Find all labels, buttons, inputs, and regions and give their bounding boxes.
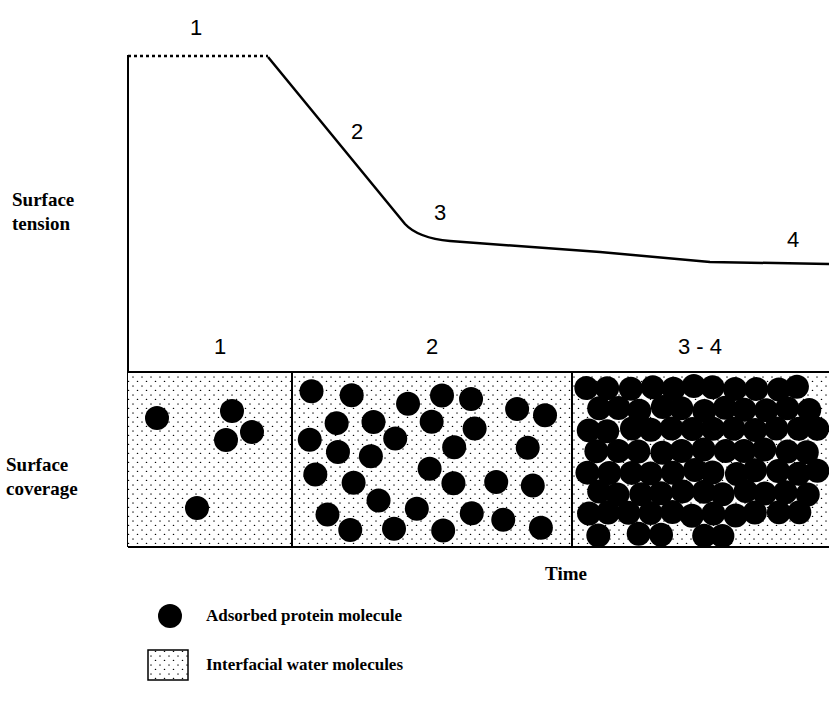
protein-molecule	[516, 436, 540, 460]
protein-molecule	[764, 416, 788, 440]
protein-molecule	[145, 406, 169, 430]
protein-molecule	[460, 501, 484, 525]
protein-molecule	[303, 462, 327, 486]
legend-text: Interfacial water molecules	[206, 655, 403, 675]
protein-molecule	[785, 375, 809, 399]
protein-molecule	[701, 502, 725, 526]
curve-point: 2	[351, 119, 363, 145]
protein-molecule	[240, 420, 264, 444]
protein-molecule	[382, 517, 406, 541]
curve-point: 1	[190, 15, 202, 41]
protein-molecule	[669, 396, 693, 420]
protein-molecule	[574, 376, 598, 400]
protein-molecule	[767, 500, 791, 524]
protein-molecule	[805, 417, 829, 441]
protein-molecule	[315, 503, 339, 527]
protein-molecule	[616, 501, 640, 525]
protein-molecule	[220, 399, 244, 423]
protein-molecule	[649, 523, 673, 547]
panel-number: 2	[426, 334, 438, 360]
protein-molecule	[431, 519, 455, 543]
protein-molecule	[639, 501, 663, 525]
protein-molecule	[627, 522, 651, 546]
protein-molecule	[533, 403, 557, 427]
protein-molecule	[463, 416, 487, 440]
protein-molecule	[521, 474, 545, 498]
protein-molecule	[607, 396, 631, 420]
tension-curve	[268, 57, 829, 264]
protein-molecule	[775, 396, 799, 420]
protein-molecule	[701, 417, 725, 441]
protein-molecule	[325, 411, 349, 435]
protein-molecule	[701, 375, 725, 399]
protein-molecule	[491, 508, 515, 532]
axis-label: Surface tension	[12, 188, 112, 236]
protein-molecule	[298, 428, 322, 452]
protein-molecule	[586, 524, 610, 548]
curve-point: 3	[434, 200, 446, 226]
dotted-plateau	[128, 55, 268, 58]
panel-borders	[128, 372, 829, 547]
legend-text: Adsorbed protein molecule	[206, 606, 402, 626]
protein-molecule	[359, 444, 383, 468]
protein-molecule	[743, 458, 767, 482]
protein-molecule	[300, 379, 324, 403]
protein-molecule	[722, 417, 746, 441]
protein-molecule	[367, 489, 391, 513]
protein-molecule	[787, 500, 811, 524]
curve-point: 4	[787, 227, 799, 253]
protein-molecule	[744, 377, 768, 401]
water-sample	[148, 650, 188, 680]
protein-molecule	[680, 417, 704, 441]
protein-molecule	[361, 410, 385, 434]
protein-molecule	[396, 392, 420, 416]
protein-molecule	[420, 410, 444, 434]
protein-molecule	[441, 471, 465, 495]
axis-label: Surface coverage	[6, 453, 106, 501]
protein-molecule	[405, 497, 429, 521]
protein-molecule	[484, 470, 508, 494]
protein-molecule	[185, 496, 209, 520]
panel-number: 3 - 4	[678, 334, 722, 360]
protein-molecule	[752, 437, 776, 461]
protein-molecule	[805, 459, 829, 483]
protein-molecule	[766, 459, 790, 483]
protein-molecule	[584, 439, 608, 463]
protein-molecule	[326, 440, 350, 464]
panel-number: 1	[214, 334, 226, 360]
protein-molecule	[743, 501, 767, 525]
protein-molecule	[680, 504, 704, 528]
protein-molecule	[710, 524, 734, 548]
protein-molecule	[529, 516, 553, 540]
protein-molecule	[442, 435, 466, 459]
protein-molecule	[214, 428, 238, 452]
protein-molecule	[660, 417, 684, 441]
protein-molecule	[459, 387, 483, 411]
protein-molecule	[430, 384, 454, 408]
protein-molecule	[342, 471, 366, 495]
protein-molecule	[505, 397, 529, 421]
protein-molecule	[338, 518, 362, 542]
protein-molecule	[639, 418, 663, 442]
protein-molecule	[383, 426, 407, 450]
protein-molecule	[671, 479, 695, 503]
protein-molecule	[692, 438, 716, 462]
protein-molecule	[626, 439, 650, 463]
axis-label: Time	[545, 562, 587, 586]
protein-sample	[158, 604, 182, 628]
protein-molecule	[340, 383, 364, 407]
protein-molecule	[418, 457, 442, 481]
coverage-strip	[128, 372, 829, 547]
